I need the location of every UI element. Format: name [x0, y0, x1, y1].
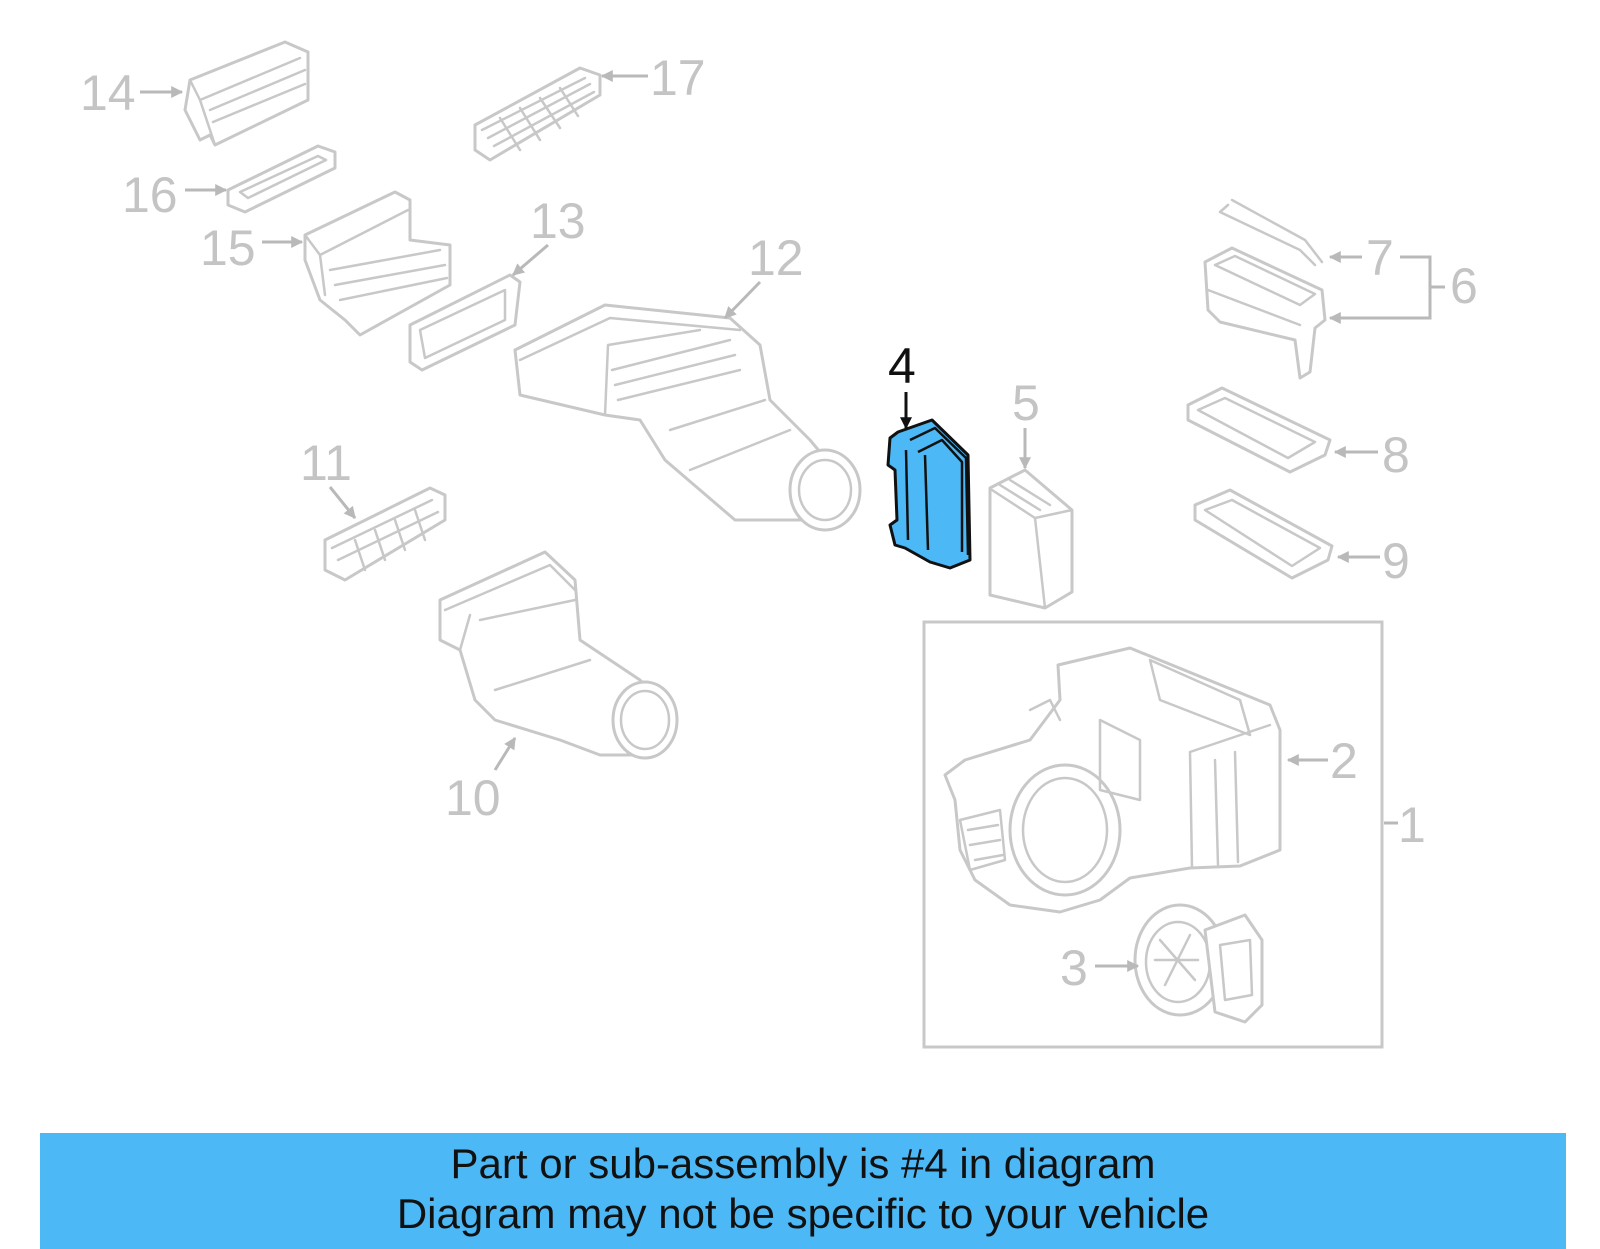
callout-6: 6: [1450, 258, 1478, 314]
callout-11: 11: [300, 435, 352, 491]
callout-3: 3: [1060, 940, 1088, 996]
part-17-grille[interactable]: [473, 66, 602, 162]
callout-16: 16: [122, 167, 178, 223]
callout-17: 17: [650, 50, 706, 106]
leader-12: [723, 280, 762, 320]
callout-15: 15: [200, 220, 256, 276]
part-14-duct[interactable]: [183, 40, 310, 147]
callout-12: 12: [748, 230, 804, 286]
banner-line-part: Part or sub-assembly is #4 in diagram: [450, 1140, 1156, 1187]
part-9-seal[interactable]: [1193, 488, 1334, 580]
part-6-housing[interactable]: [1203, 246, 1327, 380]
assembly-1-frame: [922, 620, 1384, 1049]
part-8-gasket[interactable]: [1186, 386, 1332, 474]
part-12-duct[interactable]: [513, 303, 862, 532]
part-4-highlighted[interactable]: [886, 418, 972, 570]
part-2-blower-case[interactable]: [943, 646, 1282, 914]
part-7-rod[interactable]: [1218, 198, 1324, 267]
leader-13: [512, 243, 549, 277]
callout-7: 7: [1366, 230, 1394, 286]
parts-diagram: 14 17 16 15 13 12: [80, 40, 1478, 1049]
part-5-filter[interactable]: [988, 468, 1074, 610]
leader-10: [493, 736, 517, 771]
part-3-blower-motor[interactable]: [1133, 903, 1264, 1024]
callout-8: 8: [1382, 427, 1410, 483]
callout-2: 2: [1330, 733, 1358, 789]
part-13-gasket[interactable]: [408, 273, 522, 372]
part-11-vent[interactable]: [323, 486, 447, 582]
part-15-duct[interactable]: [303, 190, 452, 337]
callout-14: 14: [80, 65, 136, 121]
callout-4: 4: [888, 338, 916, 394]
part-16-seal[interactable]: [226, 144, 337, 214]
part-10-duct[interactable]: [438, 550, 679, 760]
callout-1: 1: [1398, 797, 1426, 853]
callout-5: 5: [1012, 375, 1040, 431]
banner-line-disclaimer: Diagram may not be specific to your vehi…: [396, 1190, 1210, 1237]
info-banner: Part or sub-assembly is #4 in diagram Di…: [40, 1133, 1566, 1249]
leader-11: [328, 486, 357, 519]
callout-13: 13: [530, 193, 586, 249]
callout-9: 9: [1382, 533, 1410, 589]
callout-10: 10: [445, 770, 501, 826]
